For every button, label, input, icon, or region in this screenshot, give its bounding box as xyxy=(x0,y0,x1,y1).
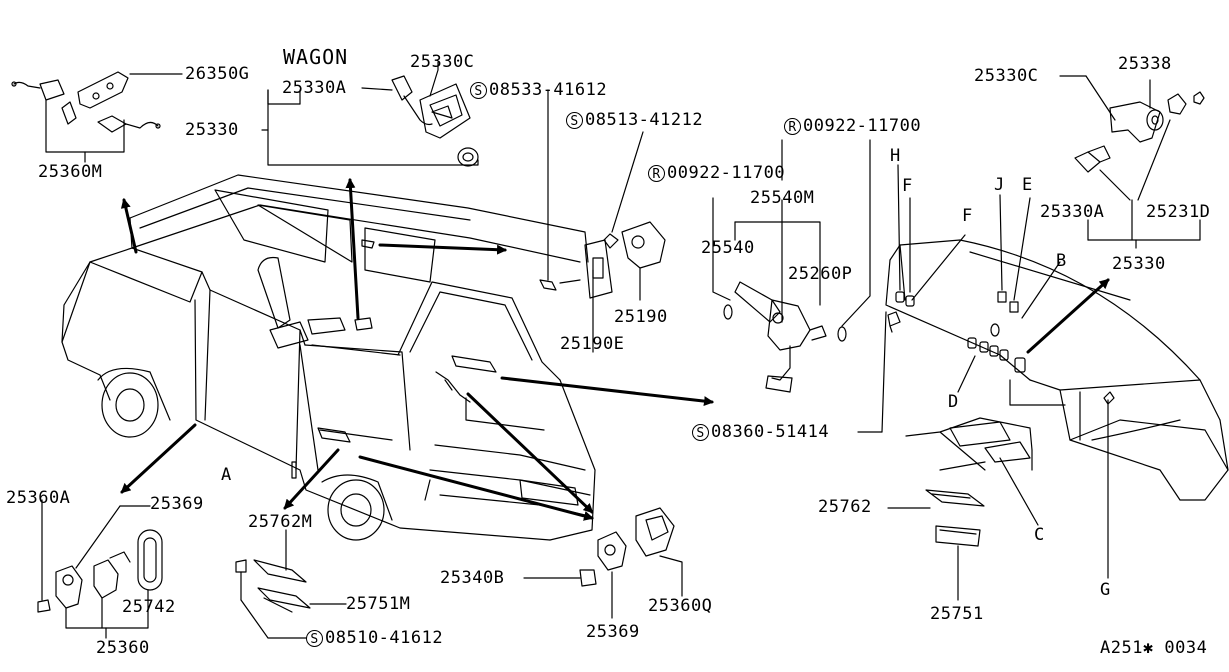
door-switch-assembly xyxy=(235,507,683,639)
location-letter-d: D xyxy=(948,392,959,412)
part-label-25231d: 25231D xyxy=(1146,202,1211,222)
location-letter-c: C xyxy=(1034,525,1045,545)
part-label-25330-top: 25330 xyxy=(185,120,239,140)
part-label-25540m: 25540M xyxy=(750,188,815,208)
part-label-25330a-right: 25330A xyxy=(1040,202,1105,222)
part-label-25762: 25762 xyxy=(818,497,872,517)
part-label-25360m: 25360M xyxy=(38,162,103,182)
part-label-25751: 25751 xyxy=(930,604,984,624)
location-letter-e: E xyxy=(1022,175,1033,195)
callout-arrows xyxy=(120,178,1110,521)
wagon-cargo-lamp-assembly xyxy=(261,61,479,167)
instrument-panel xyxy=(857,164,1229,579)
van-body xyxy=(61,174,596,541)
part-label-26350g: 26350G xyxy=(185,64,250,84)
step-lamp-assembly xyxy=(37,499,163,639)
part-label-25260p: 25260P xyxy=(788,264,853,284)
part-label-25190: 25190 xyxy=(614,307,668,327)
screw-symbol: S xyxy=(566,112,583,129)
courtesy-lamp-assembly xyxy=(11,71,183,163)
part-label-25369-bottom: 25369 xyxy=(586,622,640,642)
rivet-symbol: R xyxy=(784,118,801,135)
location-letter-g: G xyxy=(1100,580,1111,600)
part-label-25330a-top: 25330A xyxy=(282,78,347,98)
location-letter-a: A xyxy=(221,465,232,485)
location-letter-f-2: F xyxy=(962,206,973,226)
rivet-symbol: R xyxy=(648,165,665,182)
location-letter-j: J xyxy=(994,175,1005,195)
part-label-25360a: 25360A xyxy=(6,488,71,508)
part-label-25340b: 25340B xyxy=(440,568,505,588)
location-letter-b: B xyxy=(1056,251,1067,271)
part-label-25369-left: 25369 xyxy=(150,494,204,514)
part-label-25360q: 25360Q xyxy=(648,596,713,616)
part-label-25190e: 25190E xyxy=(560,334,625,354)
screw-symbol: S xyxy=(470,82,487,99)
figure-code: A251✱ 0034 xyxy=(1100,638,1208,658)
part-label-25360: 25360 xyxy=(96,638,150,658)
part-label-25330-right: 25330 xyxy=(1112,254,1166,274)
part-label-25762m: 25762M xyxy=(248,512,313,532)
screw-symbol: S xyxy=(306,630,323,647)
part-label-25540: 25540 xyxy=(701,238,755,258)
location-letter-h: H xyxy=(890,146,901,166)
part-label-25330c-top: 25330C xyxy=(410,52,475,72)
part-label-25330c-right: 25330C xyxy=(974,66,1039,86)
part-label-25751m: 25751M xyxy=(346,594,411,614)
screw-symbol: S xyxy=(692,424,709,441)
location-letter-f-1: F xyxy=(902,176,913,196)
map-lamp-assembly xyxy=(1059,75,1205,249)
combination-switch-assembly xyxy=(712,139,871,393)
part-label-25742: 25742 xyxy=(122,597,176,617)
console-switch-assembly xyxy=(887,417,1033,601)
part-label-25338: 25338 xyxy=(1118,54,1172,74)
wagon-variant-label: WAGON xyxy=(283,45,349,69)
switch-bracket-assembly xyxy=(539,89,666,353)
